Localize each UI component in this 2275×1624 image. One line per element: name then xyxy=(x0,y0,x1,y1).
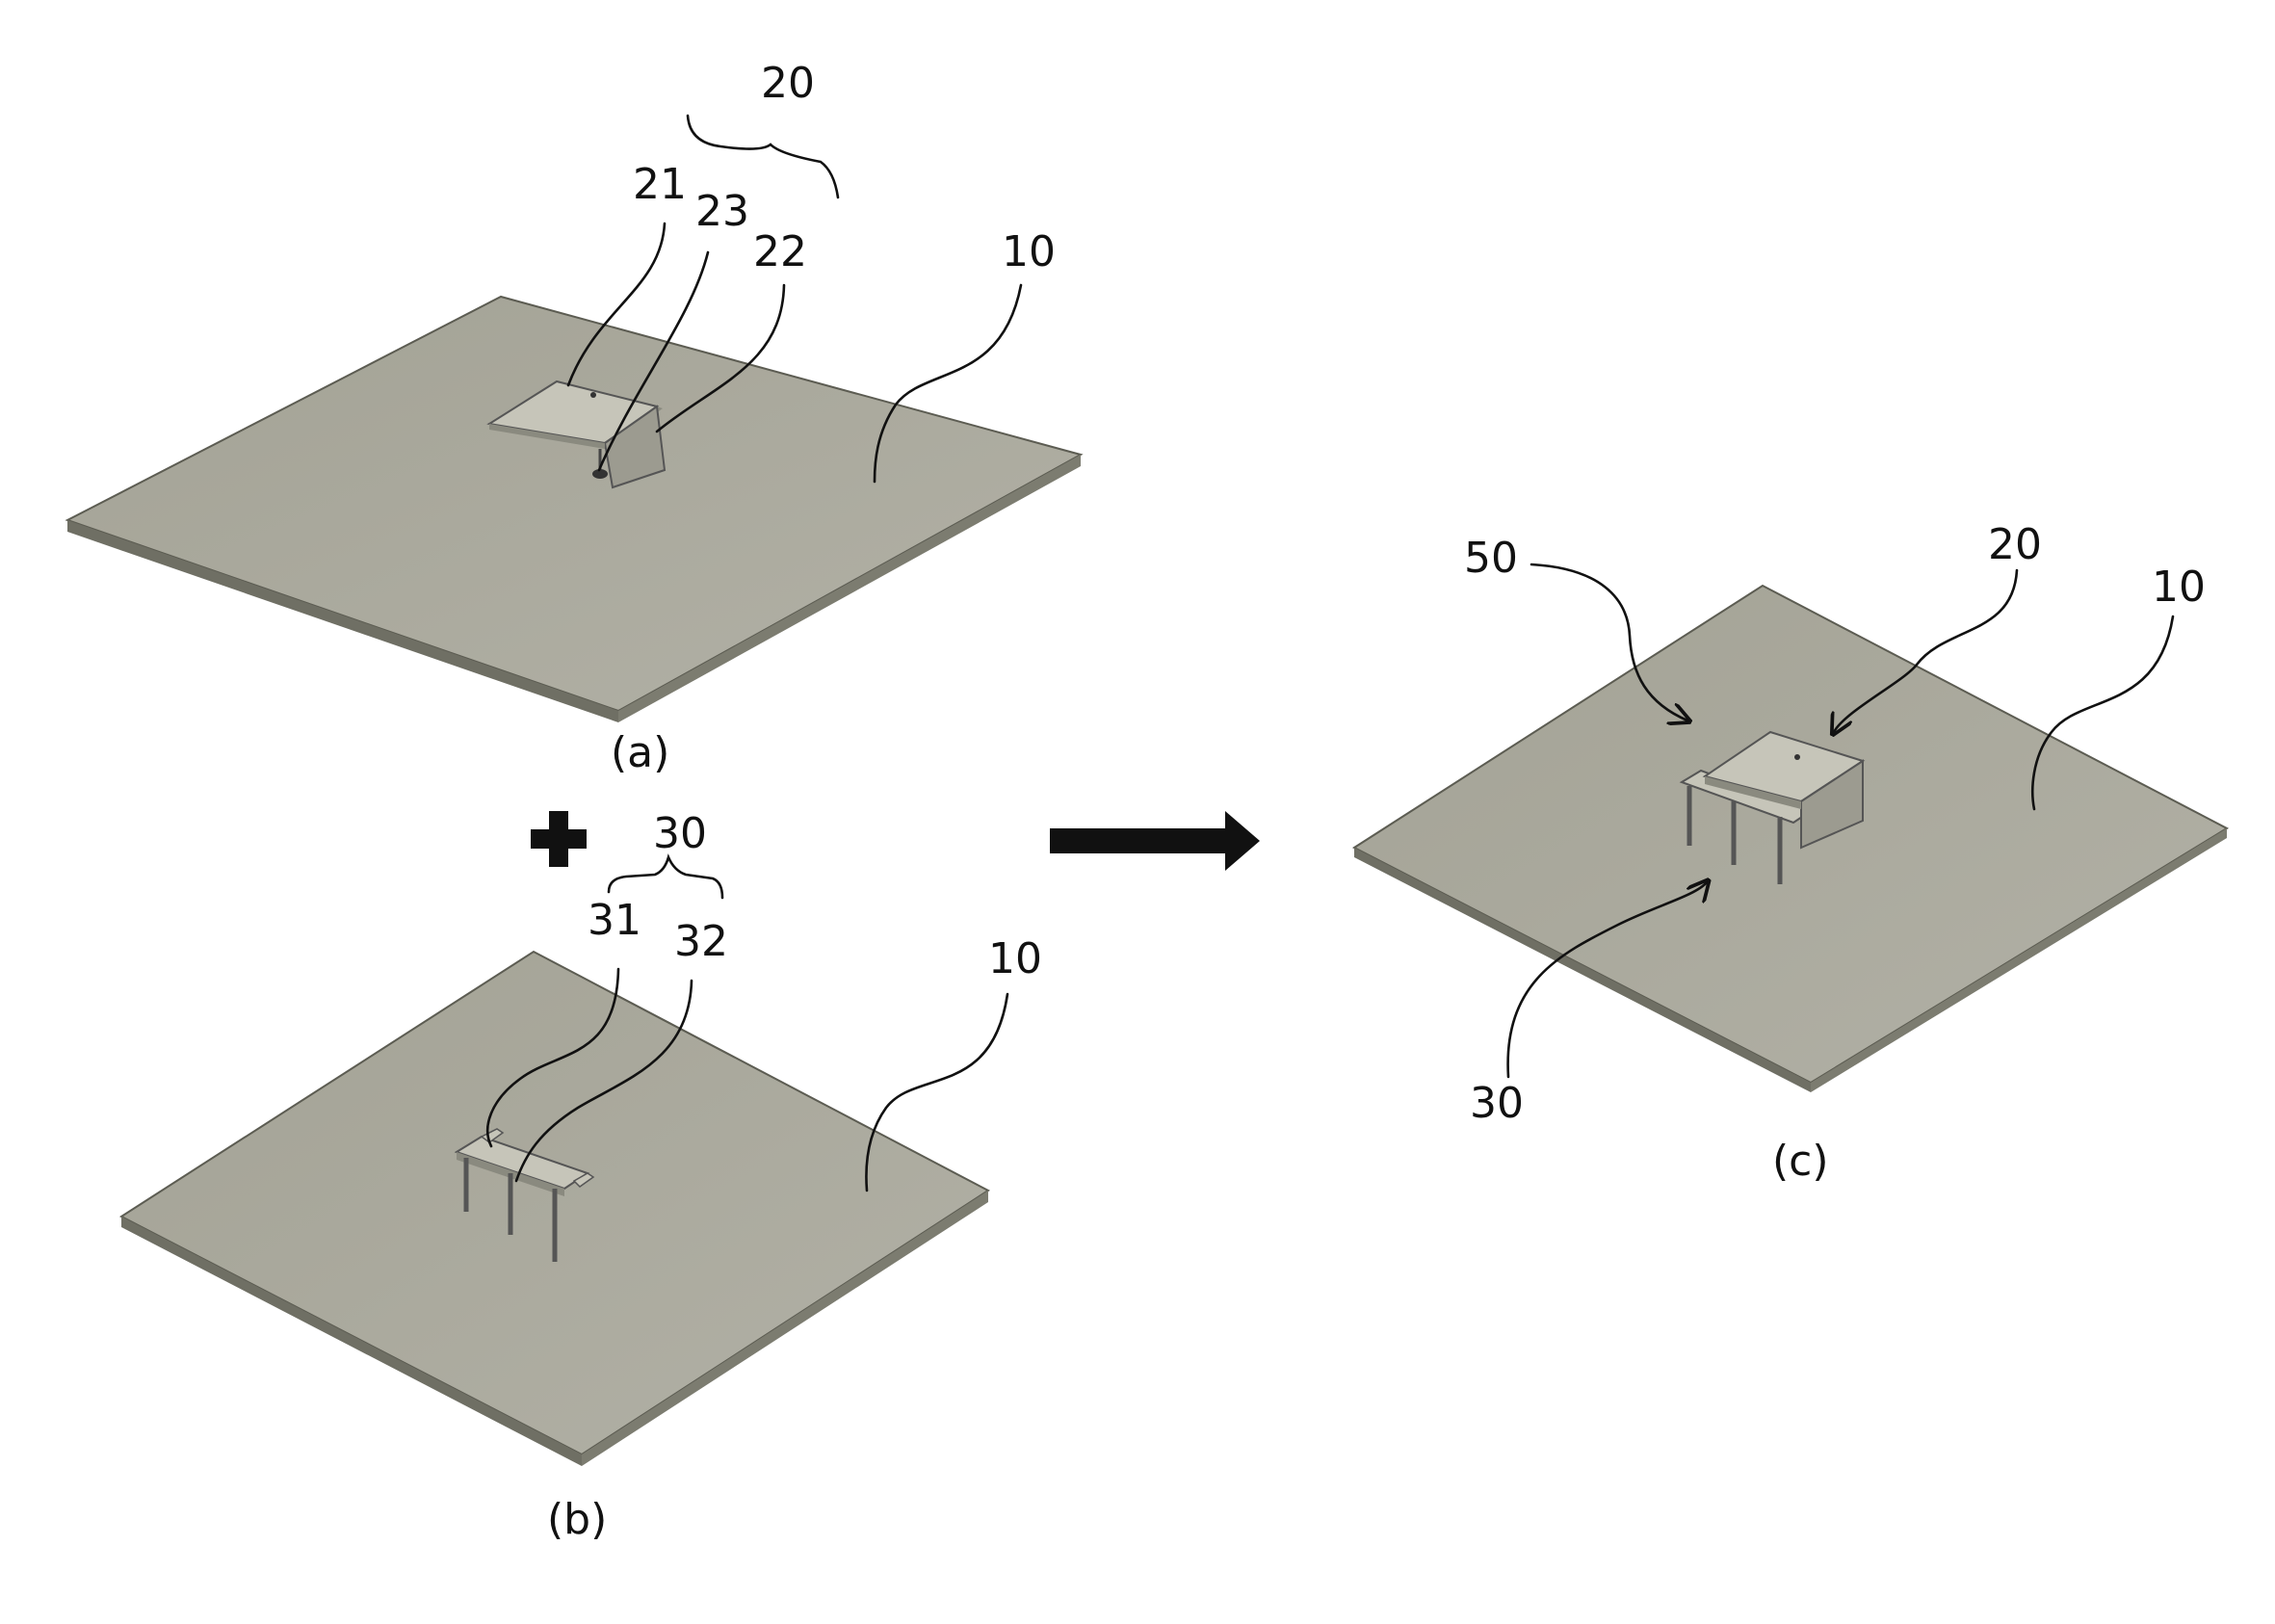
label-22: 22 xyxy=(753,227,807,276)
label-21: 21 xyxy=(633,160,687,209)
plus-sign xyxy=(531,811,587,867)
ground-plate-c xyxy=(1354,586,2227,1092)
group-bracket-30 xyxy=(609,857,722,898)
caption-b: (b) xyxy=(547,1495,607,1544)
label-20-c: 20 xyxy=(1988,520,2042,569)
caption-a: (a) xyxy=(611,728,669,777)
label-32: 32 xyxy=(674,917,728,966)
panel-b: 30 31 32 10 (b) xyxy=(121,809,1042,1544)
label-10-c: 10 xyxy=(2152,563,2206,612)
label-31: 31 xyxy=(588,896,641,945)
label-30-b: 30 xyxy=(653,809,707,858)
label-10-b: 10 xyxy=(988,934,1042,983)
label-10-a: 10 xyxy=(1002,227,1056,276)
ground-plate-a xyxy=(67,297,1081,722)
right-arrow xyxy=(1050,811,1260,871)
label-20-a: 20 xyxy=(761,59,815,108)
panel-c: 50 20 10 30 (c) xyxy=(1354,520,2227,1186)
label-30-c: 30 xyxy=(1470,1079,1524,1128)
label-50: 50 xyxy=(1464,534,1518,583)
label-23: 23 xyxy=(695,187,749,236)
group-bracket-20 xyxy=(688,116,838,197)
caption-c: (c) xyxy=(1772,1137,1829,1186)
panel-a: 20 21 23 22 10 (a) xyxy=(67,59,1081,777)
